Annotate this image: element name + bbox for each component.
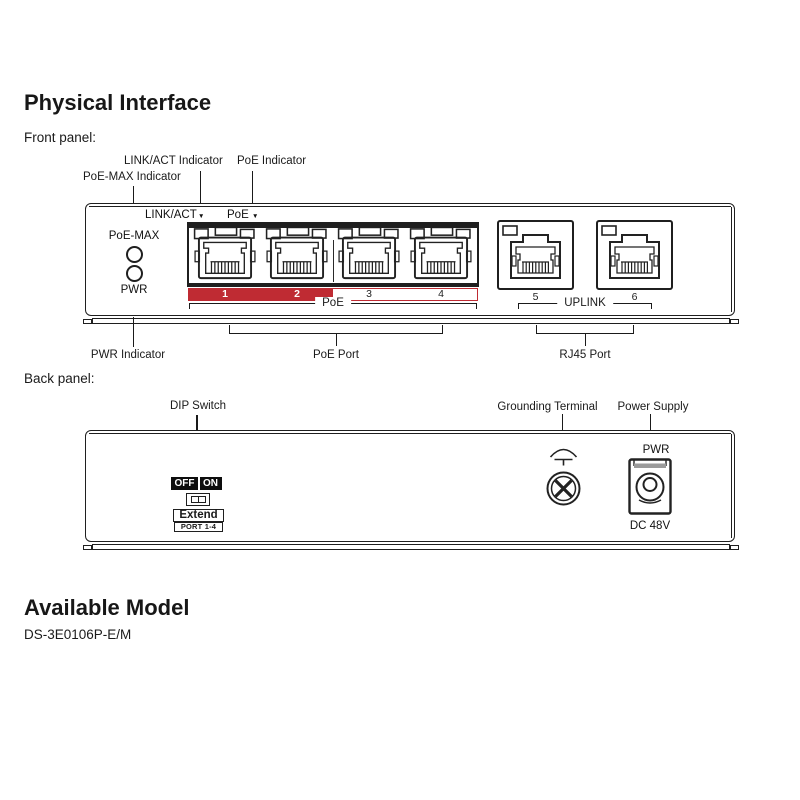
callout-dip-switch: DIP Switch: [169, 400, 227, 412]
callout-pwr-indicator: PWR Indicator: [90, 349, 166, 361]
poe-max-led-label: PoE-MAX: [108, 230, 160, 242]
rj45-port-callout-stub: [585, 333, 587, 346]
panel-poe-label: PoE: [227, 209, 249, 221]
poe-group-label: PoE: [315, 296, 351, 309]
port-number-1: 1: [222, 288, 228, 300]
back-panel-base: [92, 544, 730, 550]
port-number-4: 4: [438, 288, 444, 300]
callout-line-pwr: [132, 317, 134, 347]
rj45-jack-port-6: [596, 220, 673, 290]
callout-poe-max-indicator: PoE-MAX Indicator: [83, 171, 181, 183]
pwr-led-label: PWR: [120, 284, 148, 296]
poe-arrow-icon: ▼: [252, 213, 259, 220]
port-number-5: 5: [532, 291, 539, 303]
poe-group-bracket: PoE: [189, 296, 477, 309]
callout-line-grounding: [561, 414, 563, 441]
rj45-jack-icon: [265, 226, 328, 280]
model-number: DS-3E0106P-E/M: [24, 627, 132, 642]
extend-port-range-box: PORT 1-4: [174, 522, 223, 532]
rj45-jack-icon: [337, 226, 400, 280]
page-title: Physical Interface: [24, 90, 212, 115]
poe-highlight-bar: [189, 289, 333, 300]
poe-port-callout-stub: [336, 333, 338, 346]
pwr-jack-label: PWR: [642, 444, 670, 456]
rj45-jack-port-5: [497, 220, 574, 290]
link-act-arrow-icon: ▼: [198, 213, 205, 220]
ground-symbol-icon: [549, 448, 578, 466]
front-panel-bevel-right: [730, 207, 732, 312]
rj45-jack-port-3: [333, 226, 405, 285]
poe-port-callout-bracket: [229, 325, 443, 346]
dip-switch-knob: [191, 496, 206, 503]
port-number-3: 3: [366, 288, 372, 300]
callout-line-power-supply: [649, 414, 651, 441]
panel-link-act-label: LINK/ACT: [145, 209, 197, 221]
dip-on-label: ON: [199, 477, 222, 490]
rj45-jack-icon: [502, 225, 561, 279]
callout-grounding-terminal: Grounding Terminal: [497, 401, 598, 413]
rj45-jack-icon: [409, 226, 472, 280]
uplink-group-label: UPLINK: [557, 296, 613, 309]
back-panel-label: Back panel:: [24, 371, 95, 386]
callout-rj45-port: RJ45 Port: [559, 349, 611, 361]
port-number-2: 2: [294, 288, 300, 300]
back-base-cap-right: [730, 545, 739, 550]
callout-poe-port: PoE Port: [312, 349, 360, 361]
port-group-divider: [333, 240, 335, 282]
extend-mode-box: Extend: [173, 509, 224, 522]
front-panel-label: Front panel:: [24, 130, 97, 145]
front-base-cap-right: [730, 319, 739, 324]
poe-port-number-strip: 1 2 3 4: [188, 288, 478, 301]
callout-line-poe: [251, 171, 253, 206]
back-panel-bevel-right: [730, 434, 732, 538]
back-panel-bevel-top: [89, 433, 731, 434]
front-panel-base: [92, 318, 730, 324]
back-base-cap-left: [83, 545, 92, 550]
rj45-jack-port-4: [405, 226, 477, 285]
callout-line-link-act: [199, 171, 201, 206]
dip-off-label: OFF: [171, 477, 198, 490]
port-number-6: 6: [631, 291, 638, 303]
callout-link-act-indicator: LINK/ACT Indicator: [124, 155, 223, 167]
rj45-jack-icon: [193, 226, 256, 280]
callout-power-supply: Power Supply: [617, 401, 689, 413]
dip-switch-slider: [186, 493, 210, 506]
dc-power-jack-icon: [628, 458, 672, 515]
grounding-screw-icon: [546, 471, 581, 506]
available-model-heading: Available Model: [24, 595, 190, 620]
front-base-cap-left: [83, 319, 92, 324]
poe-port-group: [187, 222, 479, 287]
rj45-port-callout-bracket: [536, 325, 634, 346]
pwr-led: [126, 265, 143, 282]
rj45-jack-port-2: [261, 226, 333, 285]
rj45-jack-icon: [601, 225, 660, 279]
poe-max-led: [126, 246, 143, 263]
front-panel-bevel-top: [89, 206, 731, 207]
uplink-group-bracket: UPLINK: [518, 296, 652, 309]
rj45-jack-port-1: [189, 226, 261, 285]
callout-poe-indicator: PoE Indicator: [237, 155, 307, 167]
dc-rating-label: DC 48V: [629, 520, 671, 532]
front-panel-chassis: LINK/ACT ▼ PoE ▼ PoE-MAX PWR: [85, 203, 735, 316]
